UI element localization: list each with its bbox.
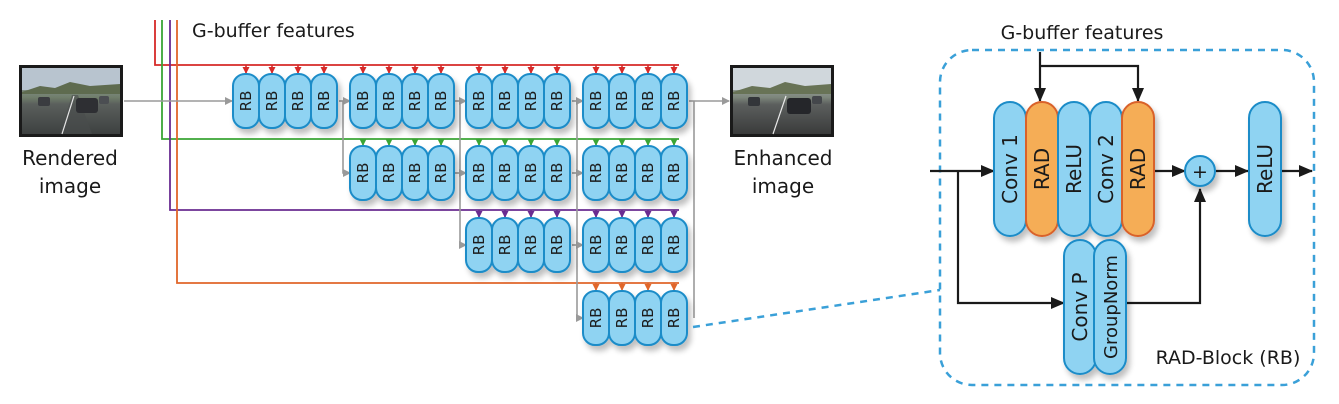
rb-block-label: RB — [432, 163, 450, 184]
rb-block — [543, 217, 571, 273]
rad1-label: RAD — [1030, 148, 1054, 190]
rb-block — [427, 145, 455, 201]
rb-block — [543, 145, 571, 201]
enhanced-label-line2: image — [752, 174, 814, 198]
rb-block-label: RB — [496, 163, 514, 184]
rb-block-label: RB — [639, 91, 657, 112]
groupnorm-block — [1093, 239, 1127, 375]
rad-block-arrows — [930, 52, 1313, 309]
plus-symbol: + — [1192, 161, 1208, 183]
rb-block-label: RB — [406, 163, 424, 184]
enhanced-label-line1: Enhanced — [734, 146, 833, 170]
rb-block-label: RB — [639, 308, 657, 329]
rb-block-label: RB — [470, 235, 488, 256]
relu2-block — [1248, 101, 1282, 237]
rb-block — [660, 217, 688, 273]
rb-block-label: RB — [263, 91, 281, 112]
rad-block-frame — [938, 48, 1316, 387]
rb-block-label: RB — [548, 91, 566, 112]
rb-block-label: RB — [587, 308, 605, 329]
rb-block-label: RB — [613, 308, 631, 329]
rb-block — [543, 73, 571, 129]
rb-block-label: RB — [289, 91, 307, 112]
rb-block — [427, 73, 455, 129]
rb-block-label: RB — [665, 91, 683, 112]
rb-block-label: RB — [354, 91, 372, 112]
rb-block-label: RB — [496, 235, 514, 256]
convp-label: Conv P — [1068, 272, 1092, 341]
rb-block — [310, 73, 338, 129]
rb-block-label: RB — [470, 91, 488, 112]
right-gbuffer-title: G-buffer features — [1001, 22, 1164, 44]
conv2-label: Conv 2 — [1094, 134, 1118, 204]
rb-block-label: RB — [639, 235, 657, 256]
rb-block-label: RB — [380, 163, 398, 184]
rendered-label-line1: Rendered — [22, 146, 118, 170]
rb-block-label: RB — [237, 91, 255, 112]
rb-block-label: RB — [522, 163, 540, 184]
rb-block-label: RB — [665, 308, 683, 329]
rb-block-label: RB — [613, 235, 631, 256]
rb-block-label: RB — [665, 235, 683, 256]
data-flow-lines — [124, 97, 730, 322]
rb-block-label: RB — [354, 163, 372, 184]
rendered-image-thumbnail — [19, 65, 123, 137]
left-gbuffer-title: G-buffer features — [192, 20, 355, 42]
rad-block-labels: Conv 1 RAD ReLU Conv 2 RAD ReLU Conv P G… — [998, 134, 1277, 359]
rb-block — [660, 73, 688, 129]
rb-block-label: RB — [380, 91, 398, 112]
rb-block-label: RB — [548, 163, 566, 184]
rad2-block — [1121, 101, 1155, 237]
rb-block-label: RB — [587, 163, 605, 184]
rb-block-label: RB — [613, 163, 631, 184]
rb-block-label: RB — [522, 235, 540, 256]
relu2-label: ReLU — [1253, 144, 1277, 194]
rb-block-label: RB — [496, 91, 514, 112]
rb-block-label: RB — [665, 163, 683, 184]
rb-block-label: RB — [587, 91, 605, 112]
conv1-label: Conv 1 — [998, 134, 1022, 204]
rb-block-grid: RB RB RB RB RB RB RB RB RB RB RB RB RB RB RB RB RB RB RB RB… — [232, 73, 688, 346]
rb-block-label: RB — [639, 163, 657, 184]
rb-block — [660, 290, 688, 346]
rad-block-caption: RAD-Block (RB) — [1156, 347, 1301, 369]
rb-block-label: RB — [587, 235, 605, 256]
rb-block-label: RB — [548, 235, 566, 256]
rb-block-label: RB — [613, 91, 631, 112]
rad2-label: RAD — [1126, 148, 1150, 190]
feature-drop-arrows — [242, 65, 678, 291]
add-node — [1184, 155, 1216, 187]
rb-block-label: RB — [406, 91, 424, 112]
zoom-connector — [692, 288, 941, 329]
rb-block-label: RB — [470, 163, 488, 184]
rb-block — [660, 145, 688, 201]
rb-block-label: RB — [432, 91, 450, 112]
rad-block-components — [993, 101, 1282, 375]
rb-block-label: RB — [315, 91, 333, 112]
groupnorm-label: GroupNorm — [1101, 255, 1122, 359]
enhanced-image-thumbnail — [730, 65, 834, 137]
rendered-label-line2: image — [39, 174, 101, 198]
rb-block-label: RB — [522, 91, 540, 112]
relu1-label: ReLU — [1062, 144, 1086, 194]
